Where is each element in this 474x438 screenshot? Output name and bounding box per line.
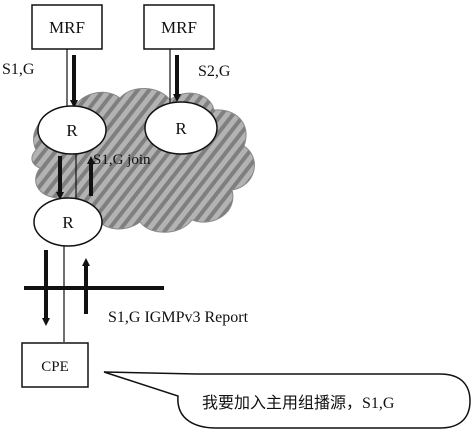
cpe-label: CPE bbox=[41, 359, 69, 375]
router-bottom: R bbox=[33, 197, 103, 247]
mrf-right-node: MRF bbox=[143, 4, 215, 50]
callout-text: 我要加入主用组播源，S1,G bbox=[202, 394, 395, 412]
cpe-node: CPE bbox=[21, 342, 89, 388]
flow-right-label: S2,G bbox=[198, 63, 231, 80]
router-top-right: R bbox=[144, 101, 218, 155]
router-bottom-label: R bbox=[62, 213, 74, 232]
mrf-right-label: MRF bbox=[161, 18, 197, 37]
router-top-right-label: R bbox=[175, 119, 187, 138]
router-top-left-label: R bbox=[66, 121, 78, 140]
mrf-left-node: MRF bbox=[31, 4, 103, 50]
mrf-left-label: MRF bbox=[49, 18, 85, 37]
report-label: S1,G IGMPv3 Report bbox=[108, 309, 249, 326]
join-label: S1,G join bbox=[93, 152, 151, 168]
router-top-left: R bbox=[37, 105, 107, 155]
speech-bubble bbox=[103, 371, 471, 429]
flow-left-label: S1,G bbox=[2, 61, 35, 78]
